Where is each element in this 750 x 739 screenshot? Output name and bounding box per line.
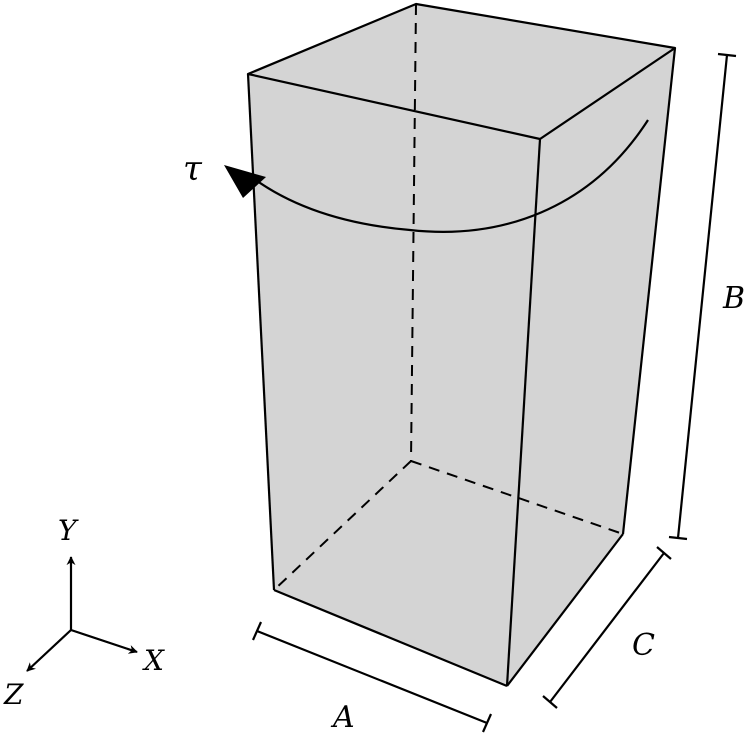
x-axis-line (70, 628, 138, 654)
dimension-c-label: C (632, 628, 655, 663)
prism-body (248, 4, 675, 686)
torque-label: τ (183, 149, 203, 189)
dimension-a (251, 621, 493, 733)
axis-y-label: Y (58, 514, 79, 547)
axis-z-label: Z (3, 678, 24, 711)
torque-indicator (224, 119, 649, 233)
z-axis-line (26, 629, 72, 672)
curved-arrow-left-icon (224, 165, 266, 198)
dimension-b (668, 52, 737, 541)
dimension-a-label: A (330, 700, 355, 735)
dimension-c (542, 546, 672, 709)
coordinate-axes (26, 556, 138, 672)
dimension-b-label: B (722, 281, 745, 316)
axis-x-label: X (142, 644, 165, 677)
visible-edges (246, 2, 677, 688)
hidden-edges (273, 3, 624, 591)
torque-arc (252, 119, 649, 233)
